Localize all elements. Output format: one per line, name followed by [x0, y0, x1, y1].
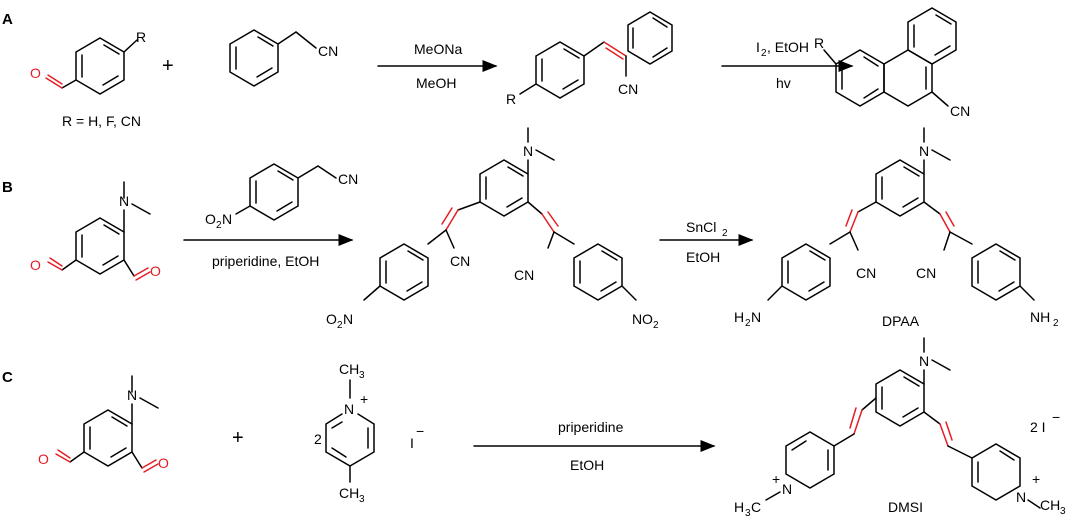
a-step1-reagent: MeONa	[414, 41, 462, 57]
b-product-nitro-left-sub: 2	[337, 320, 343, 331]
c-aldehyde-oxygen-left: O	[38, 451, 49, 467]
a-step2-solvent: , EtOH	[767, 39, 809, 55]
b-product-nitrile-right: CN	[514, 267, 534, 283]
a-aldehyde-oxygen: O	[30, 65, 41, 81]
c-dmsi-charge-right: +	[1032, 471, 1040, 487]
b-dinitro-product: N CN O 2 N CN	[326, 127, 659, 331]
c-picolinium-iodide: 2 CH 3 N + CH 3 I −	[314, 361, 424, 505]
b-reagent-nitrile: CN	[338, 171, 358, 187]
b-dpaa-nitrile-right: CN	[916, 265, 936, 281]
b-dpaa-amine-left-h: H	[734, 309, 744, 325]
c-dmsi-methyl-right-sub: 3	[1060, 506, 1066, 516]
a-stilbene-product: R CN	[506, 11, 673, 107]
a-arrow-1: MeONa MeOH	[377, 41, 498, 91]
c-picolinium-n: N	[344, 401, 354, 417]
a-r-definition: R = H, F, CN	[62, 113, 141, 129]
c-solvent: EtOH	[570, 457, 604, 473]
c-dmsi-pyridinium-n-right: N	[1016, 489, 1026, 505]
b-product-amine-n: N	[523, 143, 533, 159]
a-step1-solvent: MeOH	[416, 75, 456, 91]
b-dialdehyde: N O O	[30, 181, 161, 281]
a-nitrile-label: CN	[318, 43, 338, 59]
b-step2-solvent: EtOH	[686, 249, 720, 265]
b-aldehyde-oxygen-left: O	[30, 257, 41, 273]
b-step2-reagent-sub: 2	[722, 228, 728, 239]
b-step1-conditions: priperidine, EtOH	[212, 253, 319, 269]
c-picolinium-methyl-sub: 3	[359, 370, 365, 381]
c-dmsi-h3c-sub: 3	[745, 508, 751, 516]
c-dmsi-amine-n: N	[919, 353, 929, 369]
b-dpaa-amine-right-sub: 2	[1053, 318, 1059, 329]
b-dpaa-amine-right: NH	[1030, 309, 1050, 325]
c-arrow: priperidine EtOH	[473, 419, 716, 473]
a-benzyl-cyanide: CN	[229, 29, 338, 87]
c-dmsi-name: DMSI	[888, 499, 923, 515]
c-counter-ion: 2 I	[1030, 419, 1046, 435]
b-dpaa-amine-n: N	[919, 143, 929, 159]
b-step2-reagent: SnCl	[686, 219, 716, 235]
b-amine-nitrogen: N	[119, 193, 129, 209]
c-dmsi-pyridinium-n-left: N	[782, 481, 792, 497]
a-phenanthrene-product: R CN	[814, 7, 970, 119]
b-dpaa-nitrile-left: CN	[856, 265, 876, 281]
b-arrow-2: SnCl 2 EtOH	[659, 219, 754, 265]
c-dmsi-methyl-right: CH	[1040, 497, 1060, 513]
b-product-nitro-right-o: O	[642, 311, 653, 327]
c-picolinium-charge: +	[360, 391, 368, 407]
c-picolinium-methyl: CH	[339, 361, 359, 377]
a-step2-light: hv	[776, 75, 791, 91]
c-iodide: I	[410, 435, 414, 451]
b-product-nitro-left-o: O	[326, 311, 337, 327]
panel-c-label: C	[2, 369, 13, 386]
panel-c: C N O O + 2 CH 3 N +	[2, 337, 1066, 516]
c-dmsi-charge-left: +	[772, 471, 780, 487]
c-reagent: priperidine	[558, 419, 624, 435]
b-nitrophenylacetonitrile: CN O 2 N	[205, 163, 358, 231]
panel-a: A R O R = H, F, CN + CN	[2, 7, 970, 129]
b-reagent-nitro-o: O	[205, 211, 216, 227]
b-product-nitro-right-sub: 2	[653, 320, 659, 331]
c-coefficient: 2	[314, 431, 322, 447]
a-phenanthrene-nitrile: CN	[950, 103, 970, 119]
c-counter-ion-charge: −	[1052, 409, 1060, 425]
a-arrow-2: I 2 , EtOH hv	[721, 39, 854, 91]
b-product-nitro-left-n: N	[343, 311, 353, 327]
c-amine-nitrogen: N	[127, 387, 137, 403]
c-dmsi-h3c-c: C	[751, 499, 761, 515]
c-plus-sign: +	[232, 427, 244, 449]
c-picolinium-c-methyl: CH	[339, 485, 359, 501]
panel-a-label: A	[2, 11, 13, 28]
b-arrow-1: priperidine, EtOH	[183, 234, 354, 269]
b-dpaa-name: DPAA	[882, 313, 920, 329]
a-plus-sign: +	[162, 55, 174, 77]
b-dpaa-amine-left-sub: 2	[745, 318, 751, 329]
a-r-group: R	[136, 29, 146, 45]
b-product-nitrile-left: CN	[450, 253, 470, 269]
a-product-r-group: R	[506, 91, 516, 107]
b-product-nitro-right-n: N	[632, 311, 642, 327]
a-step2-iodine: I	[756, 39, 760, 55]
b-dpaa-amine-left-n: N	[751, 309, 761, 325]
c-dialdehyde: N O O	[38, 375, 169, 473]
panel-b: B N O O CN	[2, 127, 1059, 331]
a-phenanthrene-r-group: R	[814, 35, 824, 51]
a-product-nitrile: CN	[618, 81, 638, 97]
b-aldehyde-oxygen-right: O	[150, 263, 161, 279]
c-iodide-charge: −	[416, 423, 424, 439]
c-dmsi-h3c-h: H	[734, 499, 744, 515]
a-benzaldehyde: R O R = H, F, CN	[30, 29, 146, 129]
b-dpaa-product: N CN H 2 N CN	[734, 127, 1059, 329]
b-reagent-nitro-n: N	[222, 211, 232, 227]
panel-b-label: B	[2, 179, 13, 196]
c-dmsi-product: N N + H 3 C N + CH 3	[734, 337, 1066, 516]
a-step2-iodine-subscript: 2	[761, 48, 767, 59]
c-picolinium-c-methyl-sub: 3	[359, 494, 365, 505]
c-aldehyde-oxygen-right: O	[158, 455, 169, 471]
b-reagent-nitro-sub: 2	[216, 220, 222, 231]
